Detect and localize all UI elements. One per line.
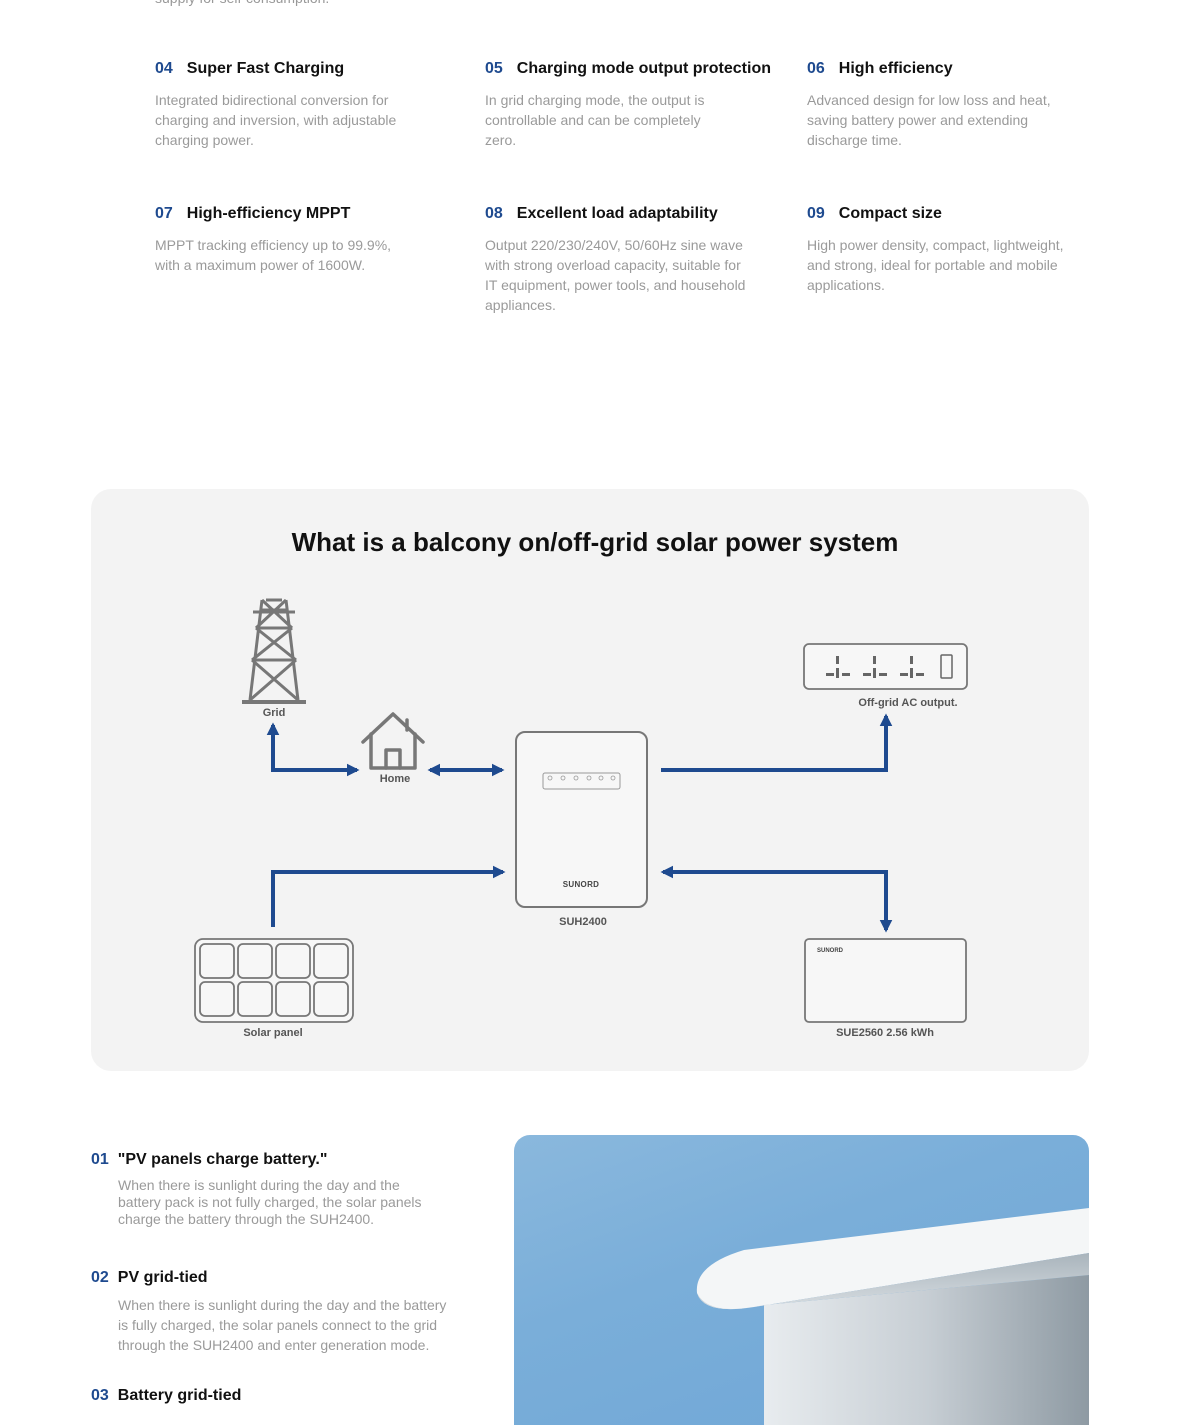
battery-brand-logo: SUNORD: [817, 948, 844, 954]
mode-item: 01 "PV panels charge battery." When there…: [91, 1149, 451, 1228]
previous-feature-desc: supply for self-consumption.: [155, 0, 329, 8]
feature-desc: MPPT tracking efficiency up to 99.9%, wi…: [155, 237, 392, 273]
feature-desc: Advanced design for low loss and heat, s…: [807, 92, 1051, 148]
feature-title: High efficiency: [838, 60, 953, 77]
feature-item: 08 Excellent load adaptability Output 220…: [485, 203, 785, 315]
inverter-label: SUH2400: [559, 916, 607, 928]
feature-number: 07: [155, 205, 173, 222]
feature-item: 06 High efficiency Advanced design for lo…: [807, 58, 1107, 150]
feature-title: Super Fast Charging: [186, 60, 345, 77]
feature-item: 04 Super Fast Charging Integrated bidirec…: [155, 58, 455, 150]
feature-number: 04: [155, 60, 173, 77]
feature-title: Compact size: [838, 205, 942, 222]
mode-number: 03: [91, 1387, 109, 1404]
feature-number: 09: [807, 205, 825, 222]
mode-number: 01: [91, 1151, 109, 1168]
mode-number: 02: [91, 1269, 109, 1286]
grid-label: Grid: [262, 707, 286, 719]
mode-desc: When there is sunlight during the day an…: [118, 1297, 447, 1353]
feature-number: 06: [807, 60, 825, 77]
feature-title: High-efficiency MPPT: [186, 205, 351, 222]
feature-item: 05 Charging mode output protection In gri…: [485, 58, 785, 150]
mode-title: Battery grid-tied: [117, 1387, 242, 1404]
mode-title: "PV panels charge battery.": [117, 1151, 328, 1168]
mode-desc: When there is sunlight during the day an…: [118, 1177, 422, 1227]
ac-output-label: Off-grid AC output.: [858, 697, 958, 709]
feature-item: 07 High-efficiency MPPT MPPT tracking eff…: [155, 203, 455, 275]
solar-label: Solar panel: [243, 1027, 303, 1039]
inverter-brand-logo: SUNORD: [562, 880, 600, 889]
diagram-title: What is a balcony on/off-grid solar powe…: [291, 527, 899, 557]
building-sky-photo: [514, 1135, 1089, 1425]
mode-item: 03 Battery grid-tied: [91, 1385, 451, 1407]
battery-label: SUE2560 2.56 kWh: [836, 1027, 934, 1039]
feature-title: Charging mode output protection: [516, 60, 771, 77]
home-label: Home: [379, 773, 411, 785]
mode-item: 02 PV grid-tied When there is sunlight du…: [91, 1267, 451, 1355]
feature-desc: In grid charging mode, the output is con…: [485, 92, 705, 148]
diagram-panel: [91, 489, 1089, 1071]
feature-desc: Integrated bidirectional conversion for …: [155, 92, 397, 148]
feature-desc: Output 220/230/240V, 50/60Hz sine wave w…: [485, 237, 746, 313]
feature-desc: High power density, compact, lightweight…: [807, 237, 1064, 293]
feature-item: 09 Compact size High power density, compa…: [807, 203, 1107, 295]
feature-number: 05: [485, 60, 503, 77]
feature-title: Excellent load adaptability: [516, 205, 718, 222]
feature-number: 08: [485, 205, 503, 222]
mode-title: PV grid-tied: [117, 1269, 208, 1286]
